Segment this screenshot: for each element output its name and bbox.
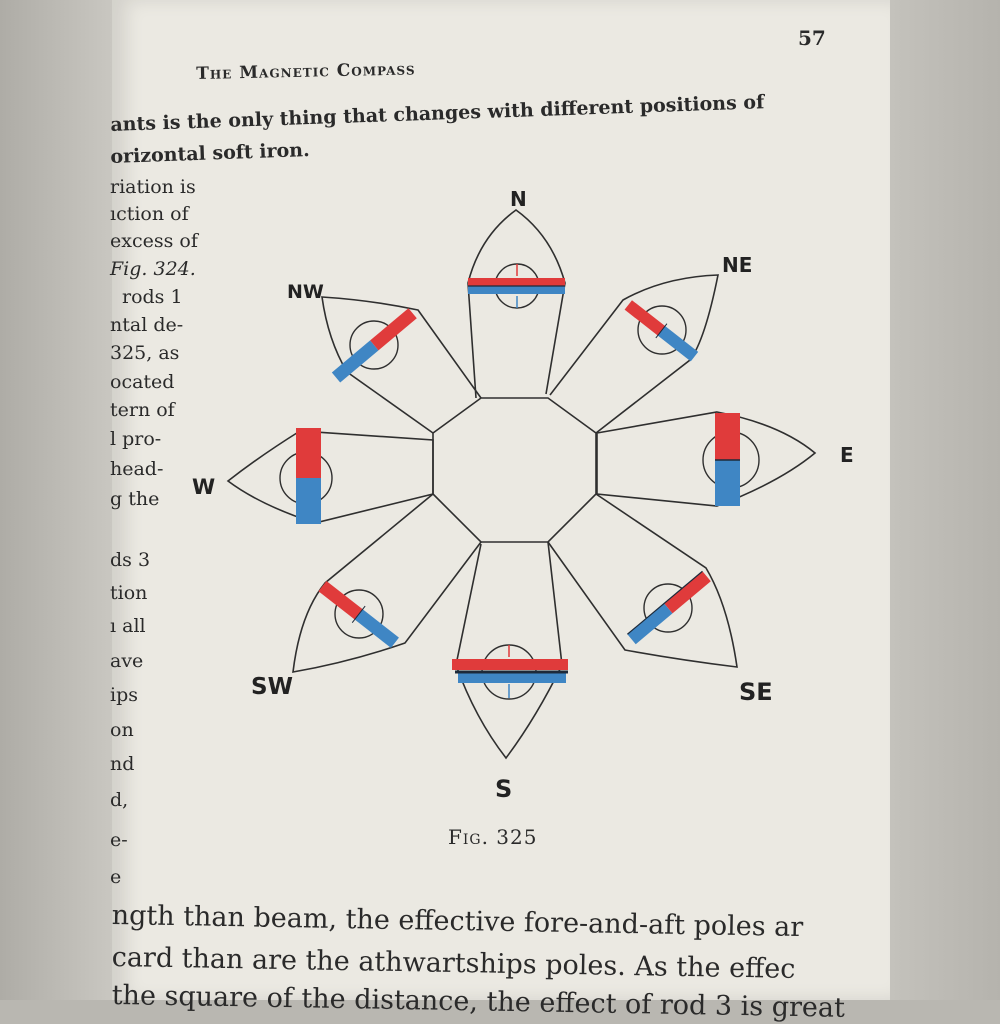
ship-se: [547, 493, 738, 668]
margin-text-fragment: rods 1: [122, 286, 183, 308]
figure-caption: Fig. 325: [448, 825, 538, 849]
margin-text-fragment: g the: [110, 488, 160, 510]
margin-text-fragment: ı all: [110, 615, 146, 637]
margin-text-fragment: ntal de-: [110, 314, 184, 336]
red-magnet-pole: [296, 428, 321, 478]
central-octagon: [432, 397, 597, 543]
ship-n: [467, 209, 566, 399]
margin-text-fragment: tern of: [110, 399, 175, 421]
margin-text-fragment: e: [110, 866, 122, 888]
margin-text-fragment: tion: [110, 582, 148, 604]
red-magnet-pole: [452, 659, 568, 670]
blue-magnet-pole: [458, 672, 566, 683]
ship-w: [226, 428, 434, 524]
ship-sw: [292, 493, 482, 673]
direction-label-w: W: [192, 475, 215, 499]
direction-label-e: E: [840, 443, 854, 467]
margin-text-fragment: ips: [110, 684, 138, 706]
margin-text-fragment: 325, as: [110, 342, 180, 364]
blue-magnet-pole: [296, 478, 321, 524]
direction-label-n: N: [510, 187, 527, 211]
margin-text-fragment: on: [110, 719, 134, 741]
direction-label-ne: NE: [722, 253, 752, 277]
margin-text-fragment: ocated: [110, 371, 175, 393]
margin-text-fragment: ds 3: [110, 549, 151, 571]
blue-magnet-pole: [468, 286, 565, 294]
direction-label-s: S: [495, 775, 512, 803]
margin-text-fragment: d,: [110, 789, 129, 811]
margin-text-fragment: l pro-: [110, 428, 162, 450]
margin-text-fragment: nd: [110, 753, 135, 775]
margin-text-fragment: ıction of: [110, 203, 189, 225]
red-magnet-pole: [715, 413, 740, 460]
ship-ne: [549, 274, 719, 434]
margin-text-fragment: head-: [110, 458, 164, 480]
ship-s: [452, 541, 568, 760]
ship-nw: [321, 296, 482, 434]
right-book-margin: [890, 0, 1000, 1000]
red-magnet-pole: [468, 278, 565, 286]
margin-text-fragment: e-: [110, 829, 128, 851]
margin-text-fragment: excess of: [110, 230, 198, 252]
compass-deviation-diagram: N NE E SE S SW W NW: [192, 187, 854, 803]
margin-text-fragment: Fig. 324.: [110, 258, 196, 280]
ship-e: [596, 411, 817, 507]
direction-label-sw: SW: [251, 674, 293, 700]
left-book-margin: [0, 0, 112, 1000]
book-page: [112, 0, 890, 1000]
direction-label-se: SE: [739, 678, 773, 706]
direction-label-nw: NW: [287, 281, 324, 303]
page-number: 57: [798, 26, 826, 50]
margin-text-fragment: ave: [110, 650, 144, 672]
margin-text-fragment: riation is: [110, 176, 196, 198]
blue-magnet-pole: [715, 460, 740, 506]
